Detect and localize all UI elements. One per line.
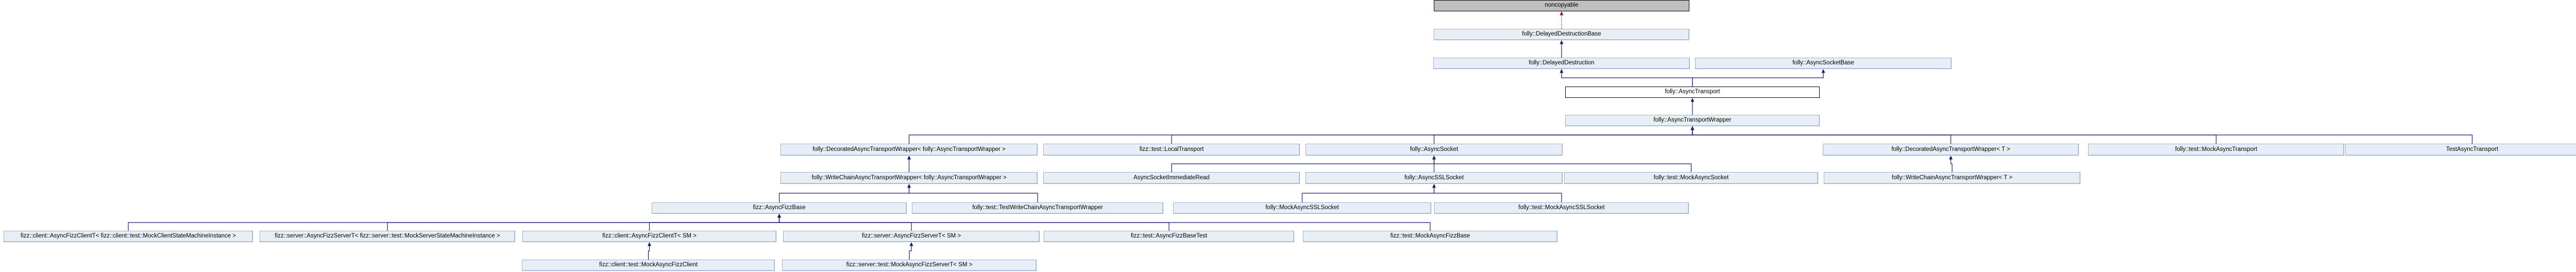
- class-node-async-fizz-server-mock-sm[interactable]: fizz::server::AsyncFizzServerT< fizz::se…: [260, 231, 515, 242]
- class-node-label: fizz::test::AsyncFizzBaseTest: [1130, 233, 1208, 240]
- inheritance-edge: [1301, 184, 1436, 202]
- inheritance-edge: [1432, 156, 1692, 172]
- class-node-label: fizz::server::test::MockAsyncFizzServerT…: [846, 262, 973, 268]
- class-node-label: folly::test::MockAsyncTransport: [2175, 146, 2258, 152]
- class-node-write-chain-atw-atw[interactable]: folly::WriteChainAsyncTransportWrapper< …: [781, 172, 1038, 184]
- inheritance-edge: [1692, 69, 1825, 87]
- arrowhead-up-icon: [1560, 69, 1564, 73]
- class-node-mock-async-fizz-base[interactable]: fizz::test::MockAsyncFizzBase: [1303, 231, 1557, 242]
- class-node-noncopyable: noncopyable: [1434, 0, 1689, 11]
- class-node-label: fizz::AsyncFizzBase: [753, 205, 806, 211]
- arrowhead-up-icon: [1949, 156, 1953, 160]
- class-node-label: folly::DelayedDestructionBase: [1522, 31, 1601, 38]
- class-node-test-async-transport[interactable]: TestAsyncTransport: [2345, 144, 2576, 156]
- arrowhead-up-icon: [1690, 98, 1694, 102]
- class-node-folly-mock-async-ssl-socket[interactable]: folly::MockAsyncSSLSocket: [1173, 202, 1431, 214]
- class-node-async-fizz-base-test[interactable]: fizz::test::AsyncFizzBaseTest: [1044, 231, 1294, 242]
- inheritance-edge: [1171, 156, 1436, 172]
- class-node-label: fizz::client::test::MockAsyncFizzClient: [599, 262, 698, 268]
- class-node-label: folly::test::MockAsyncSSLSocket: [1518, 205, 1605, 211]
- class-node-async-socket[interactable]: folly::AsyncSocket: [1306, 144, 1563, 156]
- inheritance-edge: [909, 242, 913, 260]
- class-node-async-fizz-base[interactable]: fizz::AsyncFizzBase: [652, 202, 907, 214]
- class-node-async-ssl-socket[interactable]: folly::AsyncSSLSocket: [1306, 172, 1563, 184]
- class-node-decorated-atw-atw[interactable]: folly::DecoratedAsyncTransportWrapper< f…: [781, 144, 1038, 156]
- inheritance-edge: [1690, 98, 1694, 115]
- class-node-label: folly::AsyncTransportWrapper: [1653, 117, 1732, 124]
- inheritance-edge: [648, 242, 651, 260]
- class-node-label: folly::AsyncSocketBase: [1792, 60, 1854, 66]
- class-node-label: folly::AsyncSocket: [1410, 146, 1459, 152]
- class-node-label: fizz::client::AsyncFizzClientT< SM >: [602, 233, 697, 240]
- arrowhead-up-icon: [907, 184, 911, 188]
- class-node-folly-test-mock-async-ssl-socket[interactable]: folly::test::MockAsyncSSLSocket: [1434, 202, 1689, 214]
- class-node-mock-async-fizz-server[interactable]: fizz::server::test::MockAsyncFizzServerT…: [782, 260, 1037, 271]
- inheritance-edge: [777, 214, 1431, 231]
- arrowhead-up-icon: [777, 214, 781, 218]
- class-node-decorated-atw-t[interactable]: folly::DecoratedAsyncTransportWrapper< T…: [1823, 144, 2079, 156]
- arrowhead-up-icon: [1432, 156, 1436, 160]
- class-node-label: fizz::client::AsyncFizzClientT< fizz::cl…: [21, 233, 236, 240]
- arrowhead-up-icon: [907, 156, 911, 160]
- class-node-write-chain-atw-t[interactable]: folly::WriteChainAsyncTransportWrapper< …: [1824, 172, 2080, 184]
- class-node-label: folly::DecoratedAsyncTransportWrapper< T…: [1891, 146, 2010, 152]
- arrowhead-up-icon: [1560, 11, 1564, 15]
- inheritance-edge: [1433, 126, 1694, 144]
- arrowhead-up-icon: [1821, 69, 1825, 73]
- class-node-mock-async-socket[interactable]: folly::test::MockAsyncSocket: [1564, 172, 1818, 184]
- class-node-async-socket-immediate-read[interactable]: AsyncSocketImmediateRead: [1043, 172, 1300, 184]
- class-node-label: folly::test::TestWriteChainAsyncTranspor…: [972, 205, 1103, 211]
- class-node-label: folly::WriteChainAsyncTransportWrapper< …: [1892, 174, 2012, 181]
- class-node-label: AsyncSocketImmediateRead: [1133, 174, 1210, 181]
- class-node-async-transport-wrapper[interactable]: folly::AsyncTransportWrapper: [1565, 115, 1820, 126]
- class-node-async-fizz-client-sm[interactable]: fizz::client::AsyncFizzClientT< SM >: [522, 231, 776, 242]
- class-node-label: TestAsyncTransport: [2446, 146, 2499, 152]
- class-node-delayed-destruction-base[interactable]: folly::DelayedDestructionBase: [1434, 29, 1689, 40]
- arrowhead-up-icon: [1432, 184, 1436, 188]
- class-node-label: folly::WriteChainAsyncTransportWrapper< …: [811, 174, 1007, 181]
- inheritance-edge: [1690, 126, 2473, 144]
- inheritance-edge: [649, 214, 781, 231]
- inheritance-edge: [1949, 156, 1953, 172]
- class-node-label: folly::test::MockAsyncSocket: [1653, 174, 1729, 181]
- inheritance-edge: [907, 156, 911, 172]
- inheritance-edge: [778, 184, 911, 202]
- class-node-mock-async-transport[interactable]: folly::test::MockAsyncTransport: [2088, 144, 2344, 156]
- class-node-label: fizz::server::AsyncFizzServerT< SM >: [861, 233, 961, 240]
- class-node-mock-async-fizz-client[interactable]: fizz::client::test::MockAsyncFizzClient: [522, 260, 775, 271]
- class-node-label: noncopyable: [1545, 2, 1579, 9]
- class-node-async-transport: folly::AsyncTransport: [1565, 87, 1820, 98]
- inheritance-edge: [1560, 69, 1693, 87]
- class-node-async-fizz-server-sm[interactable]: fizz::server::AsyncFizzServerT< SM >: [783, 231, 1040, 242]
- class-node-label: fizz::test::LocalTransport: [1139, 146, 1204, 152]
- class-node-test-write-chain-atw[interactable]: folly::test::TestWriteChainAsyncTranspor…: [912, 202, 1163, 214]
- inheritance-edge: [1560, 11, 1564, 29]
- class-node-label: folly::DelayedDestruction: [1529, 60, 1595, 66]
- arrowhead-up-icon: [648, 242, 651, 246]
- class-node-async-socket-base[interactable]: folly::AsyncSocketBase: [1695, 58, 1952, 69]
- class-node-label: fizz::test::MockAsyncFizzBase: [1390, 233, 1470, 240]
- arrowhead-up-icon: [909, 242, 913, 246]
- class-node-delayed-destruction[interactable]: folly::DelayedDestruction: [1433, 58, 1690, 69]
- class-node-label: folly::MockAsyncSSLSocket: [1265, 205, 1339, 211]
- arrowhead-up-icon: [1560, 40, 1564, 44]
- inheritance-edge: [1432, 184, 1562, 202]
- class-node-async-fizz-client-mock-sm[interactable]: fizz::client::AsyncFizzClientT< fizz::cl…: [4, 231, 253, 242]
- class-node-label: fizz::server::AsyncFizzServerT< fizz::se…: [275, 233, 500, 240]
- class-node-label: folly::DecoratedAsyncTransportWrapper< f…: [812, 146, 1006, 152]
- class-node-local-transport[interactable]: fizz::test::LocalTransport: [1043, 144, 1300, 156]
- inheritance-edge: [1560, 40, 1564, 58]
- inheritance-edge: [907, 184, 1038, 202]
- arrowhead-up-icon: [1690, 126, 1694, 130]
- class-node-label: folly::AsyncSSLSocket: [1404, 174, 1464, 181]
- class-node-label: folly::AsyncTransport: [1665, 89, 1720, 95]
